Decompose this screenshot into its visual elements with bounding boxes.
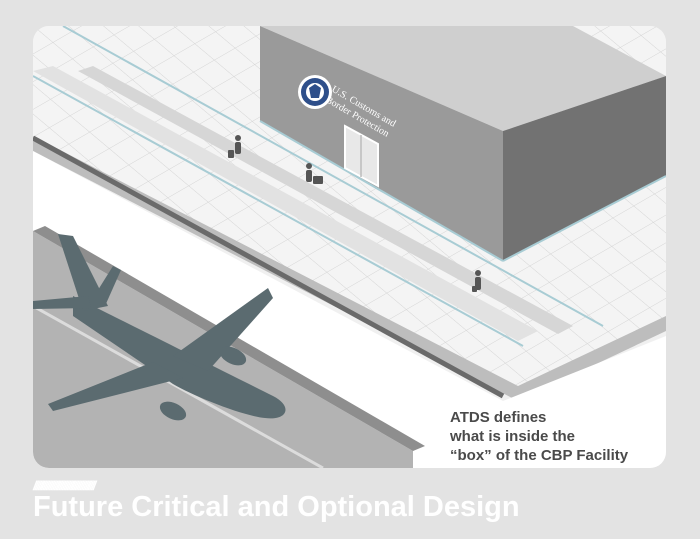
taxiway-marking [33, 304, 324, 468]
footer-title: Future Critical and Optional Design [33, 491, 520, 523]
walkway-lane [78, 66, 573, 334]
building-base-accent [259, 120, 504, 262]
dhs-seal-icon [298, 75, 332, 109]
traveler-icon [472, 270, 481, 292]
door-icon [344, 124, 379, 188]
walkway-accent-line [62, 26, 604, 327]
building-side [503, 76, 666, 261]
curb-line [33, 135, 505, 399]
callout-text: ATDS defines what is inside the “box” of… [450, 408, 628, 465]
aircraft-icon [33, 234, 286, 421]
airport-scene [33, 26, 666, 468]
decorative-rule: ////////////////////////////////////// [33, 478, 96, 493]
illustration-panel: U.S. Customs and Border Protection [33, 26, 666, 468]
walkway [33, 66, 538, 341]
callout-line1: ATDS defines [450, 409, 547, 426]
callout-line3: “box” of the CBP Facility [450, 447, 629, 464]
callout-line2: what is inside the [450, 428, 576, 445]
traveler-icon [228, 135, 241, 158]
traveler-icon [306, 163, 323, 184]
building-base-accent [502, 175, 666, 262]
walkway-accent-line [33, 75, 524, 347]
building-roof [260, 26, 666, 131]
